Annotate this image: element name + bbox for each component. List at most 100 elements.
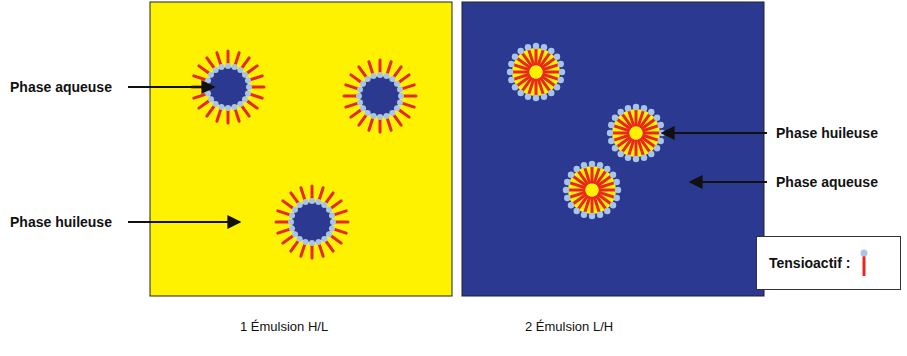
surfactant-head	[618, 151, 624, 157]
surfactant-head	[205, 90, 211, 96]
surfactant-tail	[351, 75, 362, 83]
surfactant-head	[383, 73, 389, 79]
surfactant-head	[315, 199, 321, 205]
surfactant-tail	[591, 167, 594, 182]
surfactant-tail	[334, 229, 346, 233]
surfactant-tail	[334, 211, 346, 215]
surfactant-tail	[291, 241, 299, 252]
surfactant-head	[329, 225, 335, 231]
surfactant-tail	[227, 51, 230, 64]
surfactant-head	[574, 208, 580, 214]
surfactant-head	[612, 115, 618, 121]
surfactant-head	[357, 99, 363, 105]
surfactant-head	[371, 113, 377, 119]
surfactant-head	[541, 44, 547, 50]
surfactant-head	[554, 54, 560, 60]
surfactant-head	[554, 84, 560, 90]
surfactant-tail	[326, 193, 334, 204]
surfactant-tail	[538, 80, 543, 94]
surfactant-head	[309, 240, 315, 246]
surfactant-head	[245, 90, 251, 96]
surfactant-tail	[346, 85, 358, 89]
surfactant-tail	[278, 229, 290, 233]
surfactant-tail	[600, 183, 614, 188]
surfactant-head	[568, 172, 574, 178]
surfactant-head	[625, 155, 631, 161]
surfactant-head	[208, 72, 214, 78]
surfactant-head	[237, 101, 243, 107]
surfactant-head	[371, 73, 377, 79]
surfactant-head	[614, 195, 620, 201]
surfactant-head	[303, 239, 309, 245]
surfactant-head	[558, 61, 564, 67]
surfactant-tail	[638, 141, 643, 155]
water-droplet	[344, 60, 416, 132]
surfactant-tail	[387, 118, 391, 130]
phase-label: Phase aqueuse	[10, 78, 112, 96]
surfactant-tail	[331, 201, 342, 209]
surfactant-head	[356, 93, 362, 99]
oil-core	[512, 48, 560, 96]
surfactant-tail	[591, 198, 594, 213]
surfactant-head	[398, 93, 404, 99]
surfactant-tail	[194, 94, 206, 98]
surfactant-tail	[199, 101, 210, 109]
surfactant-tail	[629, 111, 634, 125]
surfactant-head	[394, 81, 400, 87]
surfactant-tail	[199, 66, 210, 74]
surfactant-head	[512, 54, 518, 60]
surfactant-tail	[247, 101, 258, 109]
surfactant-head	[581, 212, 587, 218]
surfactant-head	[297, 236, 303, 242]
surfactant-head	[246, 84, 252, 90]
surfactant-tail	[644, 126, 658, 131]
surfactant-tail	[359, 115, 367, 126]
surfactant-head	[219, 104, 225, 110]
surfactant-tail	[544, 71, 559, 74]
surfactant-head	[548, 48, 554, 54]
legend-item: Tensioactif :	[769, 248, 870, 278]
leader-line	[690, 181, 767, 183]
oil-core	[612, 109, 660, 157]
surfactant-head	[641, 105, 647, 111]
surfactant-tail	[311, 186, 314, 199]
surfactant-head	[633, 156, 639, 162]
surfactant-tail	[250, 94, 262, 98]
surfactant-tail	[613, 132, 628, 135]
water-core	[292, 202, 332, 242]
surfactant-tail	[217, 53, 221, 65]
surfactant-head	[213, 101, 219, 107]
surfactant-head	[589, 161, 595, 167]
surfactant-head	[581, 162, 587, 168]
surfactant-head	[533, 95, 539, 101]
surfactant-head	[237, 67, 243, 73]
surfactant-head	[574, 166, 580, 172]
surfactant-tail	[394, 115, 402, 126]
surfactant-tail	[399, 110, 410, 118]
surfactant-head	[615, 187, 621, 193]
surfactant-head	[365, 110, 371, 116]
surfactant-tail	[399, 75, 410, 83]
surfactant-tail	[335, 221, 348, 224]
surfactant-head	[604, 208, 610, 214]
surfactant-head	[525, 94, 531, 100]
surfactant-head	[330, 219, 336, 225]
surfactant-head	[518, 48, 524, 54]
water-panel	[462, 2, 764, 296]
surfactant-head	[219, 64, 225, 70]
surfactant-tail	[217, 109, 221, 121]
surfactant-head	[360, 105, 366, 111]
surfactant-head	[365, 76, 371, 82]
surfactant-head	[303, 199, 309, 205]
surfactant-head	[326, 231, 332, 237]
phase-label: Phase huileuse	[776, 124, 878, 142]
surfactant-tail	[251, 86, 264, 89]
leader-lines	[128, 87, 767, 222]
surfactant-head	[633, 104, 639, 110]
surfactant-head	[597, 162, 603, 168]
surfactant-head	[610, 202, 616, 208]
surfactant-tail	[235, 53, 239, 65]
surfactant-tail	[379, 119, 382, 132]
surfactant-head	[208, 96, 214, 102]
surfactant-head	[357, 87, 363, 93]
